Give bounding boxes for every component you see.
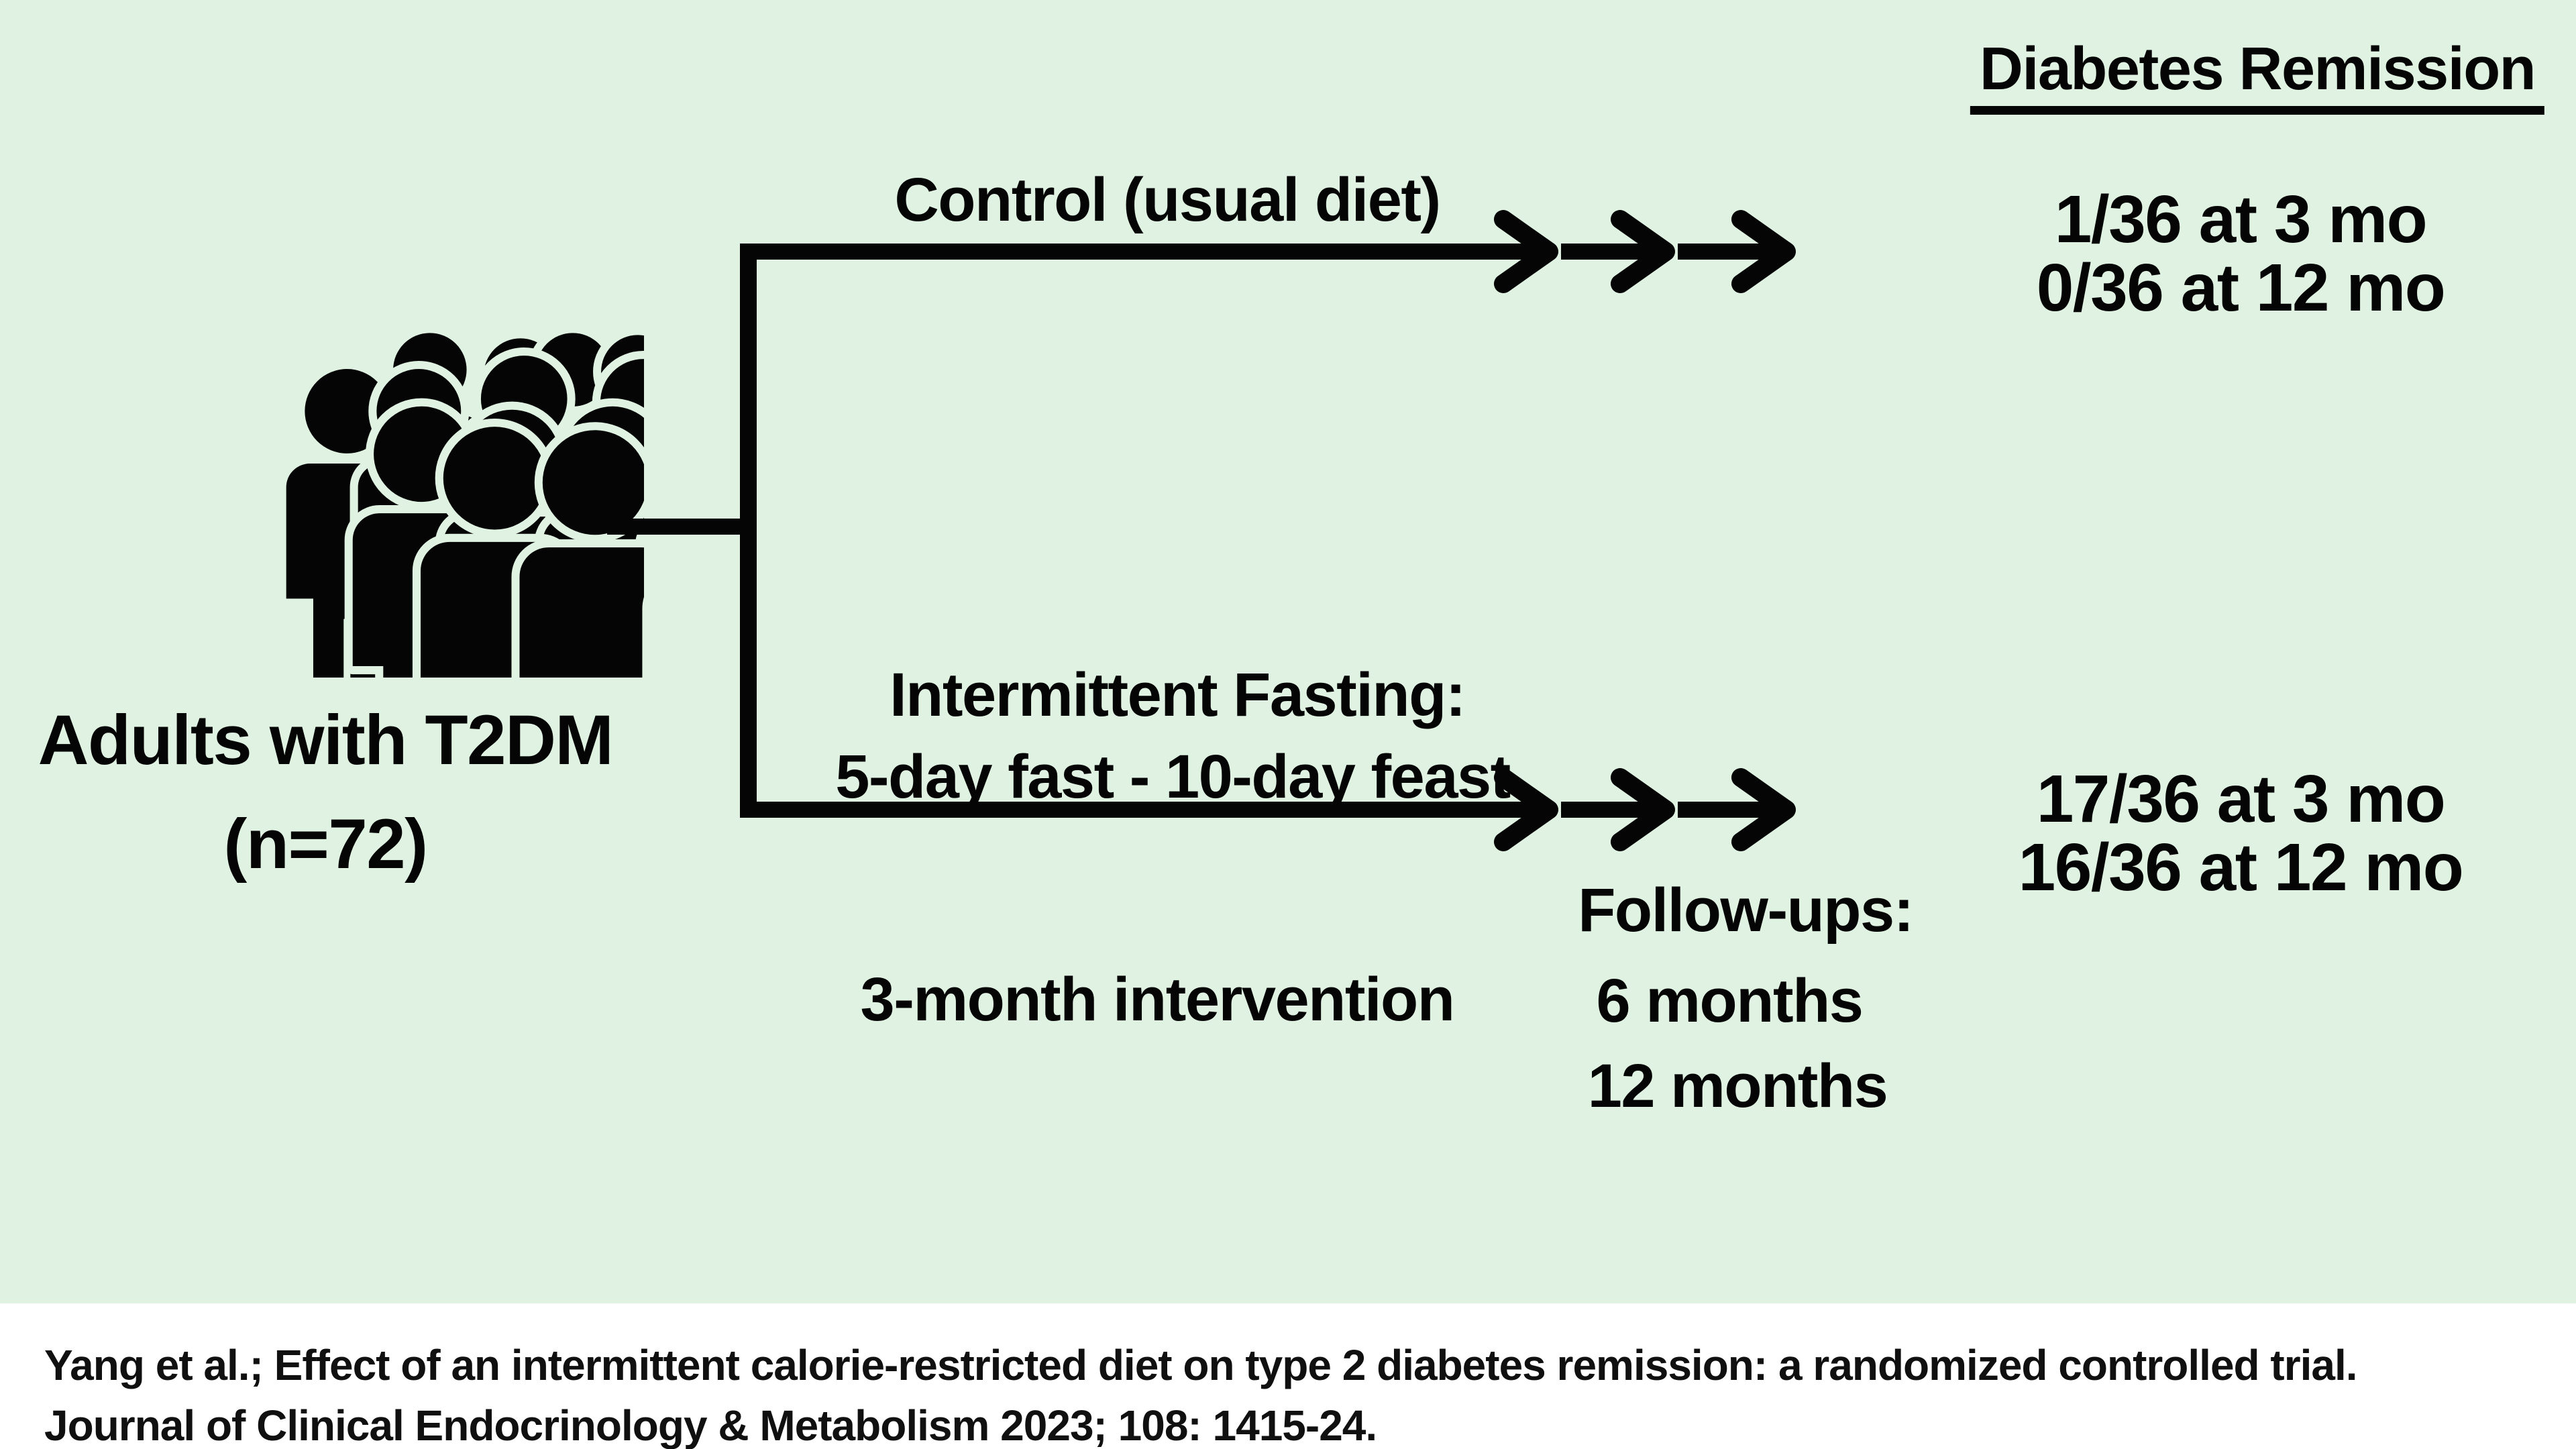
fasting-arm-label-line2: 5-day fast - 10-day feast <box>835 743 1511 811</box>
citation-strip: Yang et al.; Effect of an intermittent c… <box>0 1303 2576 1449</box>
followup-6-months: 6 months <box>1596 967 1864 1035</box>
intervention-duration-label: 3-month intervention <box>860 965 1455 1034</box>
fasting-arrow-icon <box>740 768 1796 851</box>
control-outcome-3mo: 1/36 at 3 mo <box>2054 182 2428 257</box>
control-outcomes: 1/36 at 3 mo 0/36 at 12 mo <box>2036 182 2446 325</box>
citation-line1: Yang et al.; Effect of an intermittent c… <box>44 1341 2358 1389</box>
population-label-line1: Adults with T2DM <box>38 701 614 780</box>
control-arm-label: Control (usual diet) <box>894 166 1441 234</box>
page-title: Diabetes Remission <box>1970 39 2545 115</box>
control-outcome-12mo: 0/36 at 12 mo <box>2036 250 2446 325</box>
fasting-arm-label-line1: Intermittent Fasting: <box>890 661 1466 729</box>
followup-12-months: 12 months <box>1587 1052 1888 1120</box>
citation-line2: Journal of Clinical Endocrinology & Meta… <box>44 1401 1377 1449</box>
people-crowd-icon <box>0 322 644 678</box>
fasting-outcome-12mo: 16/36 at 12 mo <box>2018 830 2464 905</box>
fasting-outcomes: 17/36 at 3 mo 16/36 at 12 mo <box>2018 761 2464 905</box>
control-arrow-icon <box>740 210 1796 293</box>
followups-title: Follow-ups: <box>1578 876 1914 945</box>
branch-trunk-line <box>740 244 757 818</box>
fasting-outcome-3mo: 17/36 at 3 mo <box>2036 761 2446 837</box>
population-label-line2: (n=72) <box>223 805 428 883</box>
branch-stem-line <box>607 519 741 535</box>
